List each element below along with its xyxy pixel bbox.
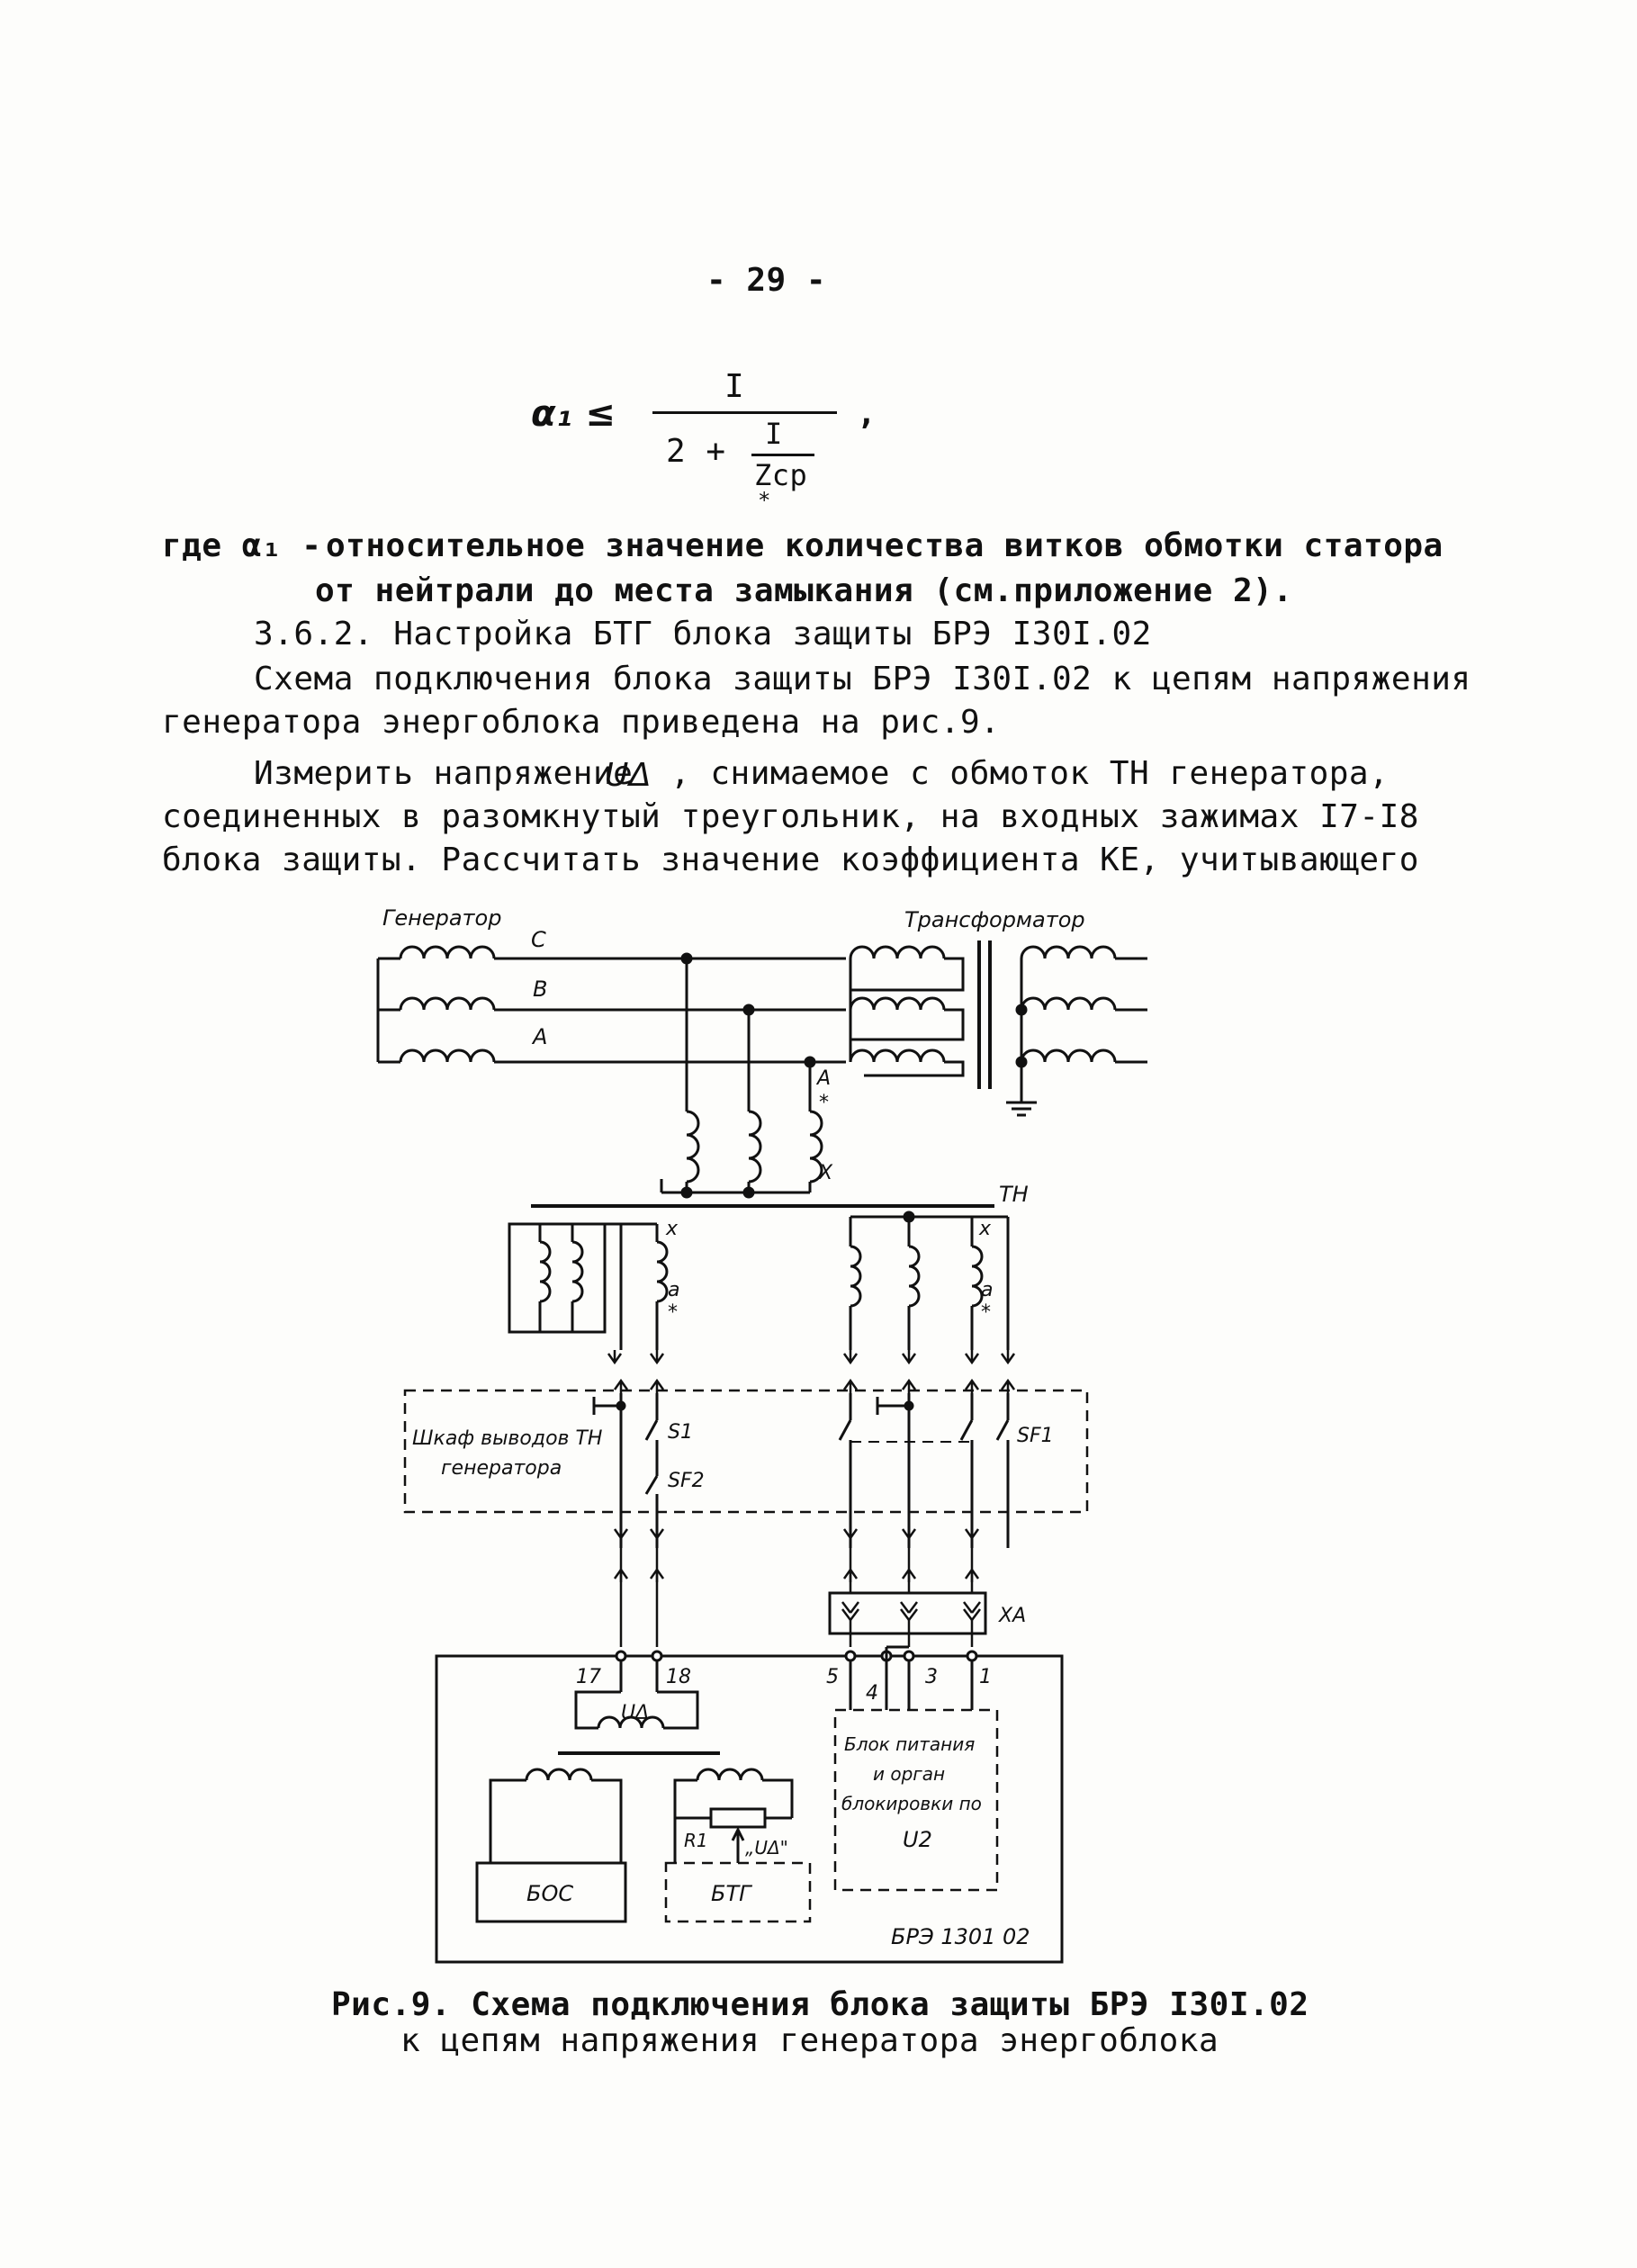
s1-label: S1 — [668, 1421, 693, 1444]
sec-star-label: * — [668, 1301, 678, 1324]
formula-inner-denominator: Zср — [754, 458, 808, 492]
phase-c-label: C — [531, 927, 546, 952]
where-line-1: относительное значение количества витков… — [326, 527, 1444, 564]
vt-a-label: A — [815, 1067, 831, 1090]
sec-a-label: a — [668, 1279, 679, 1301]
btg-label: БТГ — [711, 1881, 752, 1906]
where-line-2: от нейтрали до места замыкания (см.прило… — [315, 572, 1293, 609]
formula-denominator-left: 2 + — [666, 433, 726, 470]
page-number: - 29 - — [706, 262, 827, 299]
btg-box — [664, 1861, 812, 1923]
resistor-r1 — [709, 1807, 767, 1829]
input-transformer — [558, 1660, 720, 1755]
psu-line-4: U2 — [903, 1827, 932, 1852]
formula-inner-numerator: I — [765, 417, 783, 451]
paragraph-1-line-1: Схема подключения блока защиты БРЭ I30I.… — [254, 661, 1471, 698]
bos-winding — [475, 1768, 627, 1923]
sf2-label: SF2 — [668, 1470, 705, 1492]
generator-windings — [376, 945, 496, 1064]
formula-fraction-bar — [652, 411, 837, 414]
phase-b-label: B — [533, 976, 547, 1002]
tn-cabinet — [403, 1389, 1089, 1514]
psu-block — [833, 1660, 999, 1892]
t1-label: 1 — [979, 1666, 992, 1688]
cabinet-switches — [592, 1393, 1010, 1548]
figure-caption-line-2: к цепям напряжения генератора энергоблок… — [400, 2022, 1219, 2059]
xa-block — [828, 1591, 987, 1635]
formula-inner-bar — [751, 454, 814, 456]
vt-star-label: * — [819, 1092, 829, 1114]
sec-x2-label: x — [978, 1218, 992, 1240]
paragraph-2-line-1a: Измерить напряжение — [254, 755, 634, 792]
transformer-secondary — [1006, 945, 1147, 1117]
u-delta-quote-label: „UΔ" — [745, 1837, 788, 1858]
bre-label: БРЭ 1301 02 — [891, 1924, 1030, 1949]
phase-a-label: A — [531, 1024, 547, 1049]
figure-caption-line-1: Рис.9. Схема подключения блока защиты БР… — [331, 1986, 1309, 2023]
t18-label: 18 — [666, 1666, 691, 1688]
r1-label: R1 — [684, 1830, 708, 1851]
vt-primary-windings — [660, 958, 823, 1199]
paragraph-2-line-1b: , снимаемое с обмоток ТН генератора, — [670, 755, 1390, 792]
open-delta-secondary — [508, 1222, 669, 1350]
cabinet-line-1: Шкаф выводов TH — [412, 1427, 602, 1450]
transformer-primary — [849, 940, 992, 1089]
connectors-top — [607, 1350, 1016, 1393]
connection-diagram: Генератор Трансформатор C B A — [376, 905, 1147, 1964]
sec-star2-label: * — [981, 1301, 991, 1324]
sec-x-label: x — [665, 1218, 679, 1240]
u-delta-symbol: UΔ — [605, 757, 652, 794]
paragraph-2-line-2: соединенных в разомкнутый треугольник, н… — [162, 798, 1419, 835]
cabinet-line-2: генератора — [441, 1457, 562, 1480]
t3-label: 3 — [925, 1666, 938, 1688]
formula-lhs: α₁ ≤ — [531, 393, 616, 435]
psu-line-3: блокировки по — [841, 1793, 982, 1814]
formula-numerator: I — [724, 368, 745, 405]
transformer-label: Трансформатор — [904, 907, 1085, 932]
t4-label: 4 — [866, 1682, 878, 1705]
xa-label: XA — [998, 1605, 1026, 1627]
bos-box — [475, 1861, 627, 1923]
section-heading: 3.6.2. Настройка БТГ блока защиты БРЭ I3… — [254, 616, 1152, 652]
paragraph-1-line-2: генератора энергоблока приведена на рис.… — [162, 704, 1001, 741]
sf1-label: SF1 — [1017, 1425, 1054, 1447]
sec-a2-label: a — [981, 1279, 993, 1301]
where-prefix: где α₁ - — [162, 527, 322, 564]
t5-label: 5 — [826, 1666, 839, 1688]
bos-label: БОС — [526, 1881, 573, 1906]
vt-label: TH — [999, 1182, 1029, 1207]
psu-line-1: Блок питания — [844, 1733, 975, 1755]
vt-x-label: X — [818, 1162, 833, 1184]
psu-line-2: и орган — [873, 1763, 945, 1785]
formula-inner-star: * — [758, 488, 771, 513]
t17-label: 17 — [576, 1666, 601, 1688]
generator-label: Генератор — [382, 905, 501, 931]
btg-winding — [664, 1768, 812, 1923]
star-secondary — [849, 1210, 1010, 1350]
u-delta-label: UΔ — [621, 1702, 649, 1724]
paragraph-2-line-3: блока защиты. Рассчитать значение коэффи… — [162, 842, 1419, 878]
formula-trailing-comma: , — [857, 395, 877, 432]
bre-block — [435, 1654, 1064, 1964]
connectors-bottom — [613, 1526, 980, 1647]
